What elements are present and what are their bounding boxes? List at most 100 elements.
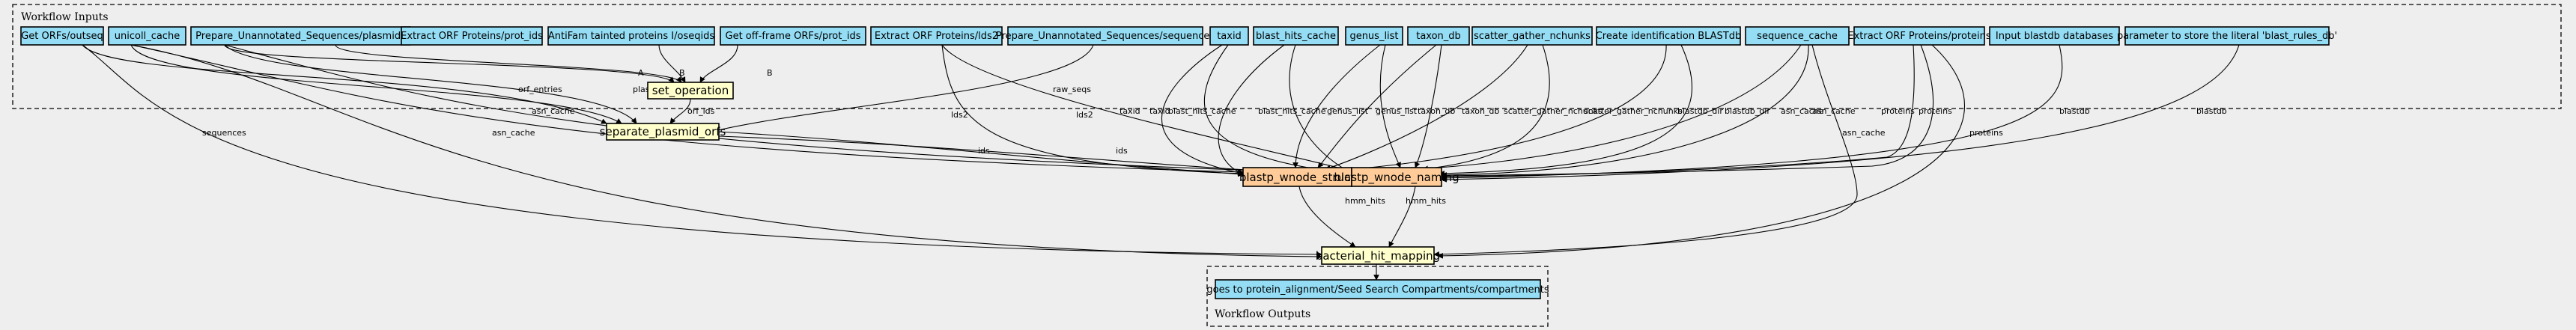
edge-label-asn-cache-sep: asn_cache [532, 106, 575, 116]
edge-lds2-to-naming [941, 44, 1356, 174]
edge-label-blastdb-dir1: blastdb_dir [1677, 106, 1723, 116]
edge-label-proteins1: proteins [1881, 106, 1915, 116]
edge-unicoll-to-naming [224, 44, 1349, 177]
blastp-wnode-naming-node[interactable]: blastp_wnode_naming [1334, 167, 1459, 187]
edge-label-genus1: genus_list [1327, 106, 1369, 116]
edge-unicoll-to-struct [130, 44, 1244, 175]
input-node-taxon-db[interactable]: taxon_db [1407, 26, 1470, 46]
edge-blastdb-dir-to-struct [1332, 44, 1667, 174]
edge-sequences-to-separate [711, 44, 1094, 134]
edge-genus-to-naming [1379, 44, 1401, 168]
edge-taxon-to-struct [1317, 44, 1437, 168]
input-node-label: unicoll_cache [115, 31, 180, 42]
edge-separate-to-struct [718, 131, 1244, 177]
edge-plasmids-to-set-operation [224, 44, 675, 83]
edge-label-proteins3: proteins [1969, 128, 2003, 138]
separate-plasmid-orfs-node[interactable]: separate_plasmid_orfs [600, 123, 726, 141]
input-node-get-offframe[interactable]: Get off-frame ORFs/prot_ids [720, 26, 866, 46]
input-node-scatter-gather[interactable]: scatter_gather_nchunks [1471, 26, 1593, 46]
edge-label-hmm-hits2: hmm_hits [1406, 196, 1446, 206]
input-node-create-blastdb[interactable]: Create identification BLASTdb [1596, 26, 1742, 46]
edge-label-hmm-hits1: hmm_hits [1345, 196, 1385, 206]
input-nodes-layer: Get ORFs/outseq unicoll_cache Prepare_Unan… [20, 26, 2337, 46]
edge-label-taxon2: taxon_db [1462, 106, 1499, 116]
edge-label-raw-seqs: raw_seqs [1053, 85, 1091, 94]
edge-genus-to-struct [1292, 44, 1381, 168]
edge-label-bhc2: blast_hits_cache [1258, 106, 1326, 116]
input-node-label: Prepare_Unannotated_Sequences/plasmids [195, 31, 406, 42]
input-node-label: sequence_cache [1757, 31, 1838, 42]
edge-struct-to-mapping [1298, 186, 1356, 248]
input-node-prep-plasmids[interactable]: Prepare_Unannotated_Sequences/plasmids [190, 26, 411, 46]
bacterial-hit-mapping-node[interactable]: bacterial_hit_mapping [1316, 246, 1440, 265]
edge-label-taxid1: taxid [1120, 106, 1140, 116]
workflow-inputs-cluster [12, 4, 2562, 109]
input-node-label: Extract ORF Proteins/proteins [1847, 31, 1991, 42]
input-node-sequence-cache[interactable]: sequence_cache [1745, 26, 1850, 46]
edge-label-bhc1: blast_hits_cache [1168, 106, 1236, 116]
input-node-unicoll-cache[interactable]: unicoll_cache [108, 26, 186, 46]
input-node-blast-rules[interactable]: parameter to store the literal 'blast_ru… [2117, 26, 2337, 46]
bacterial-hit-mapping-label: bacterial_hit_mapping [1316, 249, 1440, 263]
workflow-outputs-cluster [1206, 266, 1549, 327]
edge-blast-rules-to-naming [1441, 44, 2240, 183]
edges-layer: A B B orf_ids orf_entries asn_cache plas… [82, 44, 2240, 281]
edge-seqcache-to-naming [1441, 44, 1809, 178]
edge-scatter-to-naming [1422, 44, 1550, 172]
input-node-label: Extract ORF Proteins/prot_ids [401, 31, 543, 42]
edge-label-b2: B [767, 68, 773, 78]
workflow-inputs-label: Workflow Inputs [21, 11, 109, 23]
input-node-genus-list[interactable]: genus_list [1345, 26, 1403, 46]
edge-label-proteins2: proteins [1919, 106, 1952, 116]
input-node-label: blast_hits_cache [1256, 31, 1336, 42]
input-node-antifam[interactable]: AntiFam tainted proteins I/oseqids [547, 26, 715, 46]
blastp-wnode-naming-label: blastp_wnode_naming [1334, 171, 1459, 185]
edge-label-asn-cache-n: asn_cache [1812, 106, 1856, 116]
edge-label-asn-cache-map2: asn_cache [1842, 128, 1886, 138]
edge-label-lds2a: lds2 [951, 110, 968, 120]
input-node-extract-proteins[interactable]: Extract ORF Proteins/proteins [1847, 26, 1991, 46]
edge-blastdb-dir-to-naming [1439, 44, 1693, 177]
edge-label-genus2: genus_list [1376, 106, 1418, 116]
edge-label-sequences: sequences [202, 128, 246, 138]
input-node-extract-prot-ids[interactable]: Extract ORF Proteins/prot_ids [401, 26, 543, 46]
input-node-input-blastdb[interactable]: Input blastdb databases [1989, 26, 2120, 46]
edge-label-blastdb2: blastdb [2196, 106, 2227, 116]
input-node-get-orfs-outseq[interactable]: Get ORFs/outseq [20, 26, 104, 46]
input-node-extract-lds2[interactable]: Extract ORF Proteins/lds2 [870, 26, 1003, 46]
edge-proteins-to-naming [1441, 44, 1915, 180]
edge-label-orf-ids: orf_ids [687, 106, 715, 116]
input-node-label: genus_list [1349, 31, 1398, 42]
input-node-prep-sequences[interactable]: Prepare_Unannotated_Sequences/sequences [996, 26, 1215, 46]
edge-label-lds2b: lds2 [1076, 110, 1093, 120]
edge-label-taxid2: taxid [1149, 106, 1170, 116]
edge-label-taxon1: taxon_db [1418, 106, 1455, 116]
edge-label-ids2: ids [1116, 146, 1128, 156]
edge-scatter-to-struct [1325, 44, 1528, 171]
blastp-wnode-struct-node[interactable]: blastp_wnode_struct [1239, 167, 1355, 187]
input-node-label: taxid [1217, 31, 1242, 42]
output-goes-to-label: goes to protein_alignment/Seed Search Co… [1206, 284, 1549, 296]
set-operation-node[interactable]: set_operation [647, 82, 734, 100]
edge-taxid-to-struct [1161, 44, 1244, 176]
input-node-label: parameter to store the literal 'blast_ru… [2117, 31, 2337, 42]
edge-label-asn-cache-s: asn_cache [1781, 106, 1824, 116]
edge-label-a: A [638, 68, 644, 78]
edge-protids-to-set-operation [335, 44, 682, 83]
output-goes-to-node[interactable]: goes to protein_alignment/Seed Search Co… [1206, 279, 1549, 299]
input-node-taxid[interactable]: taxid [1209, 26, 1249, 46]
edge-label-orf-entries: orf_entries [518, 85, 562, 94]
edge-label-blastdb1: blastdb [2059, 106, 2090, 116]
edge-label-asn-cache-map1: asn_cache [492, 128, 535, 138]
input-node-label: scatter_gather_nchunks [1474, 31, 1591, 42]
input-node-label: Create identification BLASTdb [1596, 31, 1742, 42]
input-node-label: Extract ORF Proteins/lds2 [875, 31, 998, 42]
edge-lds2-to-struct [941, 44, 1244, 177]
edge-label-b1: B [679, 68, 685, 78]
edge-outseq-to-mapping [82, 44, 1322, 257]
input-node-blast-hits-cache[interactable]: blast_hits_cache [1253, 26, 1339, 46]
input-node-label: Get ORFs/outseq [21, 31, 103, 42]
blastp-wnode-struct-label: blastp_wnode_struct [1239, 171, 1355, 185]
edge-label-blastdb-dir2: blastdb_dir [1725, 106, 1770, 116]
